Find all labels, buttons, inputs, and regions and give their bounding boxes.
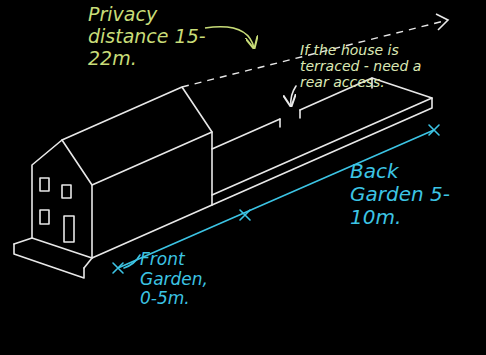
dimension-tick [113,263,123,273]
door [64,216,74,242]
leader-arrow [205,27,254,48]
leader-line [124,255,140,268]
window [62,185,71,198]
house-front [32,140,92,258]
rear-access-gap [280,110,300,127]
leader-arrow [291,86,296,106]
dimension-note: Back Garden 5-10m. [350,160,470,229]
house-roof [62,87,212,140]
dimension-note: Privacy distance 15-22m. [88,4,238,70]
front-garden-wall [84,258,92,268]
garden-wall [212,119,280,149]
dimension-tick [429,125,439,135]
window [40,210,49,224]
dimension-note: Front Garden, 0-5m. [140,250,230,309]
annotation-note: If the house is terraced - need a rear a… [300,42,450,90]
dimension-tick [240,210,250,220]
window [40,178,49,191]
house-side [92,132,212,258]
front-garden-wall [14,238,32,244]
front-garden-wall [14,244,84,278]
arrow-head [436,14,448,30]
